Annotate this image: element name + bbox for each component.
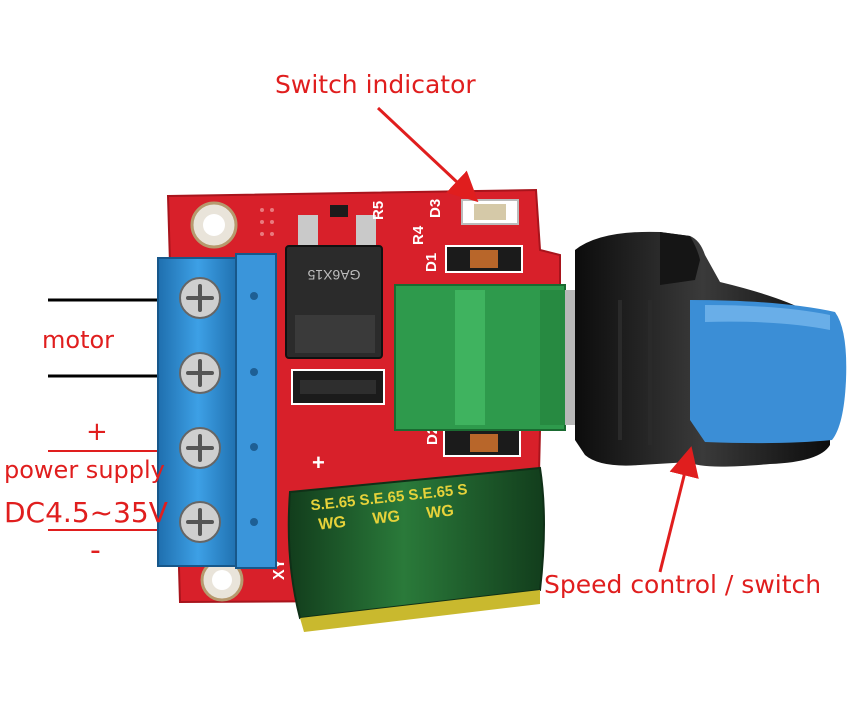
speed-control-label: Speed control / switch: [544, 570, 821, 599]
switch-indicator-label: Switch indicator: [275, 70, 476, 99]
mosfet-marking: GA6X15: [307, 267, 360, 283]
screw-terminal-block: [157, 253, 277, 569]
plus-label: +: [86, 417, 108, 447]
silk-r5: R5: [370, 201, 387, 220]
knob-blue-stripe: [690, 300, 847, 444]
mosfet-chip: GA6X15: [285, 215, 383, 359]
silk-d3: D3: [427, 199, 444, 218]
minus-label: -: [90, 533, 101, 568]
silk-r4: R4: [410, 225, 427, 245]
silk-plus: +: [312, 450, 325, 475]
speed-knob: [575, 231, 847, 467]
motor-label: motor: [42, 326, 114, 354]
silk-d1: D1: [423, 253, 440, 272]
voltage-label: DC4.5~35V: [4, 496, 168, 529]
speed-control-arrow: [658, 446, 699, 573]
switch-indicator-arrow: [376, 106, 479, 203]
potentiometer-body: [394, 284, 595, 431]
electrolytic-capacitor: S.E.65 S.E.65 S.E.65 S WG WG WG: [287, 466, 545, 632]
power-supply-label: power supply: [4, 456, 165, 484]
smd-resistor-r5: [330, 205, 348, 217]
